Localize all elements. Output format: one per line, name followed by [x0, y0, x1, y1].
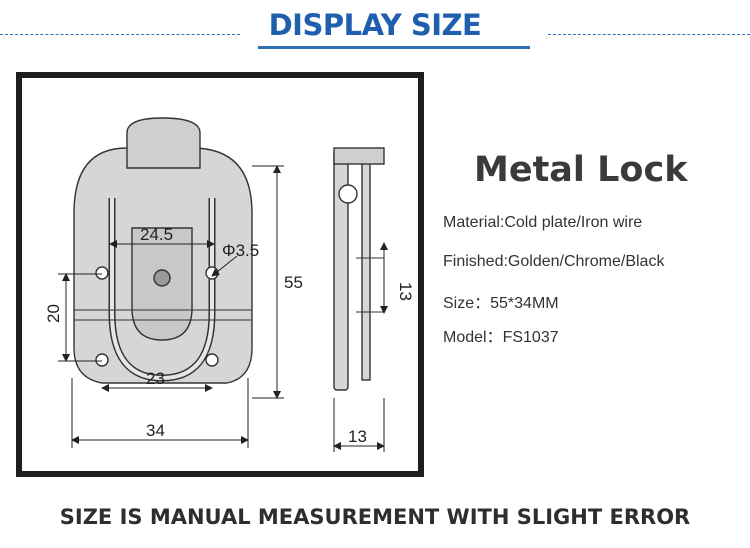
- footer-note: SIZE IS MANUAL MEASUREMENT WITH SLIGHT E…: [59, 505, 691, 529]
- spec-material: Material:Cold plate/Iron wire: [443, 214, 643, 231]
- dim-width-top: 24.5: [140, 225, 173, 244]
- technical-drawing: 24.5 Φ3.5 55 20 23 34 13 13: [44, 117, 415, 452]
- dim-width: 34: [146, 421, 165, 440]
- hinge-tab: [126, 117, 201, 169]
- dim-side-height: 13: [396, 282, 415, 301]
- spec-model: Model：FS1037: [443, 329, 559, 346]
- dim-hole-spacing-v: 20: [44, 304, 63, 323]
- header-line-right: [548, 34, 750, 35]
- dim-height: 55: [284, 273, 303, 292]
- side-view: [333, 147, 385, 391]
- mount-hole: [95, 353, 109, 367]
- header-underline: [258, 46, 530, 49]
- spec-finish: Finished:Golden/Chrome/Black: [443, 253, 665, 270]
- lock-hole: [153, 269, 171, 287]
- mount-hole: [95, 266, 109, 280]
- spec-size: Size：55*34MM: [443, 295, 559, 312]
- header-title: DISPLAY SIZE: [268, 8, 482, 42]
- mount-hole: [205, 353, 219, 367]
- dim-hole: Φ3.5: [222, 241, 259, 260]
- side-dimensions: [333, 242, 388, 452]
- front-view: [73, 117, 253, 384]
- dim-side-depth: 13: [348, 427, 367, 446]
- header-line-left: [0, 34, 240, 35]
- front-dimensions: [58, 165, 284, 448]
- technical-drawing-frame: 24.5 Φ3.5 55 20 23 34 13 13: [16, 72, 424, 477]
- dim-hole-spacing-h: 23: [146, 369, 165, 388]
- product-title: Metal Lock: [474, 150, 688, 190]
